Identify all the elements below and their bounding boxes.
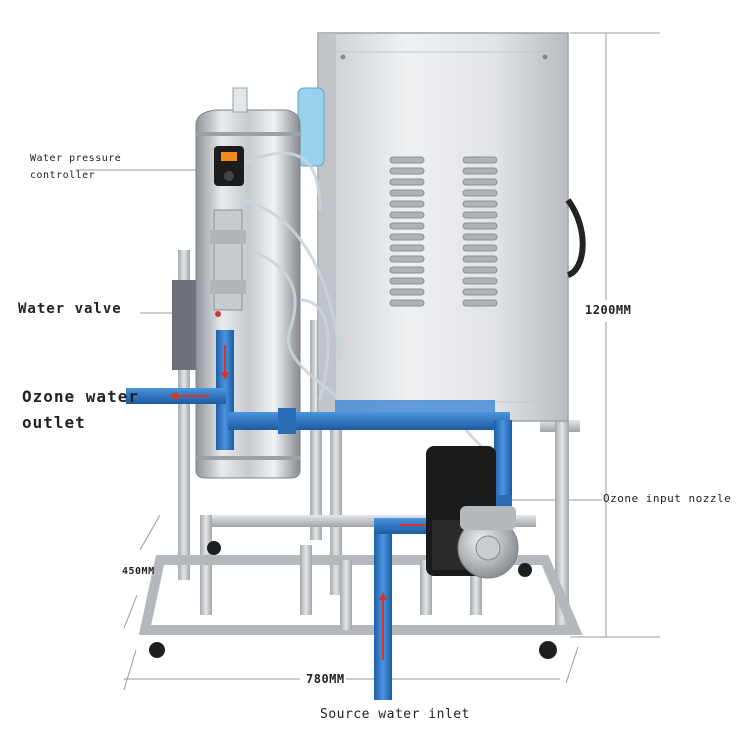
vent-slot [389, 255, 425, 263]
vent-slot [389, 288, 425, 296]
vent-slot [389, 266, 425, 274]
vent-slot [389, 178, 425, 186]
vent-slot [462, 244, 498, 252]
vent-slot [462, 211, 498, 219]
water-pressure-controller [214, 146, 244, 186]
pump [426, 446, 519, 579]
vent-slot [462, 288, 498, 296]
cabinet-vents-left [389, 156, 425, 307]
vent-slot [462, 222, 498, 230]
ozone-input-nozzle-label: Ozone input nozzle [603, 492, 732, 505]
source-water-inlet-label: Source water inlet [320, 707, 470, 722]
vent-slot [462, 233, 498, 241]
casters [149, 541, 557, 659]
water-valve [210, 209, 246, 317]
water-valve-label: Water valve [18, 301, 122, 317]
vent-slot [389, 211, 425, 219]
height-dimension-label: 1200MM [585, 303, 632, 317]
width-dimension-label: 780MM [306, 672, 345, 686]
vent-slot [462, 189, 498, 197]
vent-slot [389, 277, 425, 285]
vent-slot [389, 156, 425, 164]
ozone-water-outlet-label: Ozone water outlet [22, 387, 139, 432]
vent-slot [462, 299, 498, 307]
vent-slot [462, 167, 498, 175]
vent-slot [462, 178, 498, 186]
vent-slot [389, 299, 425, 307]
vent-slot [389, 200, 425, 208]
vent-slot [389, 222, 425, 230]
ozone-generator-cabinet [317, 32, 586, 422]
vent-slot [462, 200, 498, 208]
vent-slot [389, 189, 425, 197]
vent-slot [462, 156, 498, 164]
water-pressure-controller-label: Water pressure controller [30, 153, 122, 181]
control-box [297, 87, 325, 167]
vent-slot [462, 255, 498, 263]
vent-slot [389, 167, 425, 175]
vent-slot [389, 244, 425, 252]
vent-slot [389, 233, 425, 241]
cabinet-vents-right [462, 156, 498, 307]
vent-slot [462, 277, 498, 285]
vent-slot [462, 266, 498, 274]
depth-dimension-label: 450MM [122, 566, 155, 577]
